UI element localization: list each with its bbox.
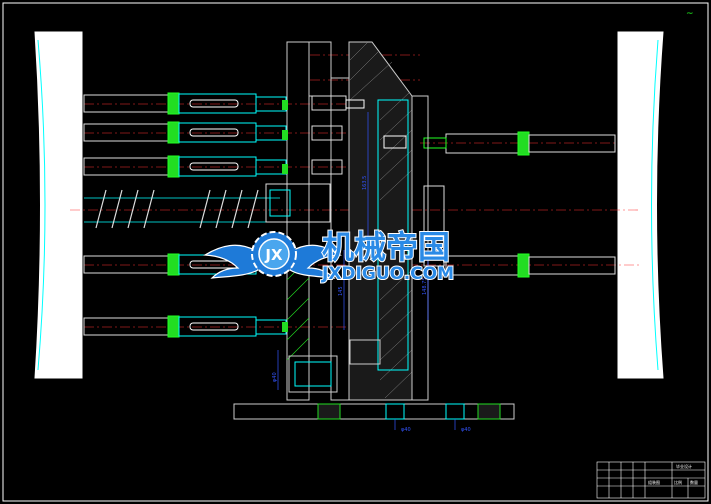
watermark: JX 机械帝国 JXDIGUO.COM — [203, 227, 455, 285]
right-cylinders — [423, 131, 616, 278]
return-spring — [84, 189, 280, 229]
dim-f: φ40 — [461, 427, 471, 433]
dim-a: 163.5 — [362, 176, 368, 190]
right-mold-plate — [617, 31, 664, 379]
corner-mark: ~ — [686, 9, 694, 19]
title-block-row2: 比例 — [674, 479, 682, 485]
title-block-row1: 组装图 — [648, 479, 660, 485]
dim-d: φ40 — [272, 372, 278, 382]
left-cylinders — [83, 92, 287, 338]
logo-letters: JX — [264, 246, 283, 264]
dim-b: 145 — [338, 286, 344, 296]
watermark-cn-text: 机械帝国 — [322, 228, 450, 266]
dimensions: 163.5 145 148.75 φ40 φ40 φ40 — [272, 112, 471, 433]
watermark-en-text: JXDIGUO.COM — [321, 264, 454, 284]
central-assembly — [265, 41, 429, 401]
wing-right-icon — [289, 244, 342, 279]
title-block-row3: 数量 — [690, 479, 698, 485]
wing-left-icon — [203, 244, 259, 279]
base-plate — [233, 403, 515, 420]
dim-e: φ40 — [401, 427, 411, 433]
dim-c: 148.75 — [422, 278, 428, 296]
title-block — [596, 461, 706, 499]
title-block-company: 毕业设计 — [676, 463, 692, 469]
left-mold-plate — [34, 31, 83, 379]
